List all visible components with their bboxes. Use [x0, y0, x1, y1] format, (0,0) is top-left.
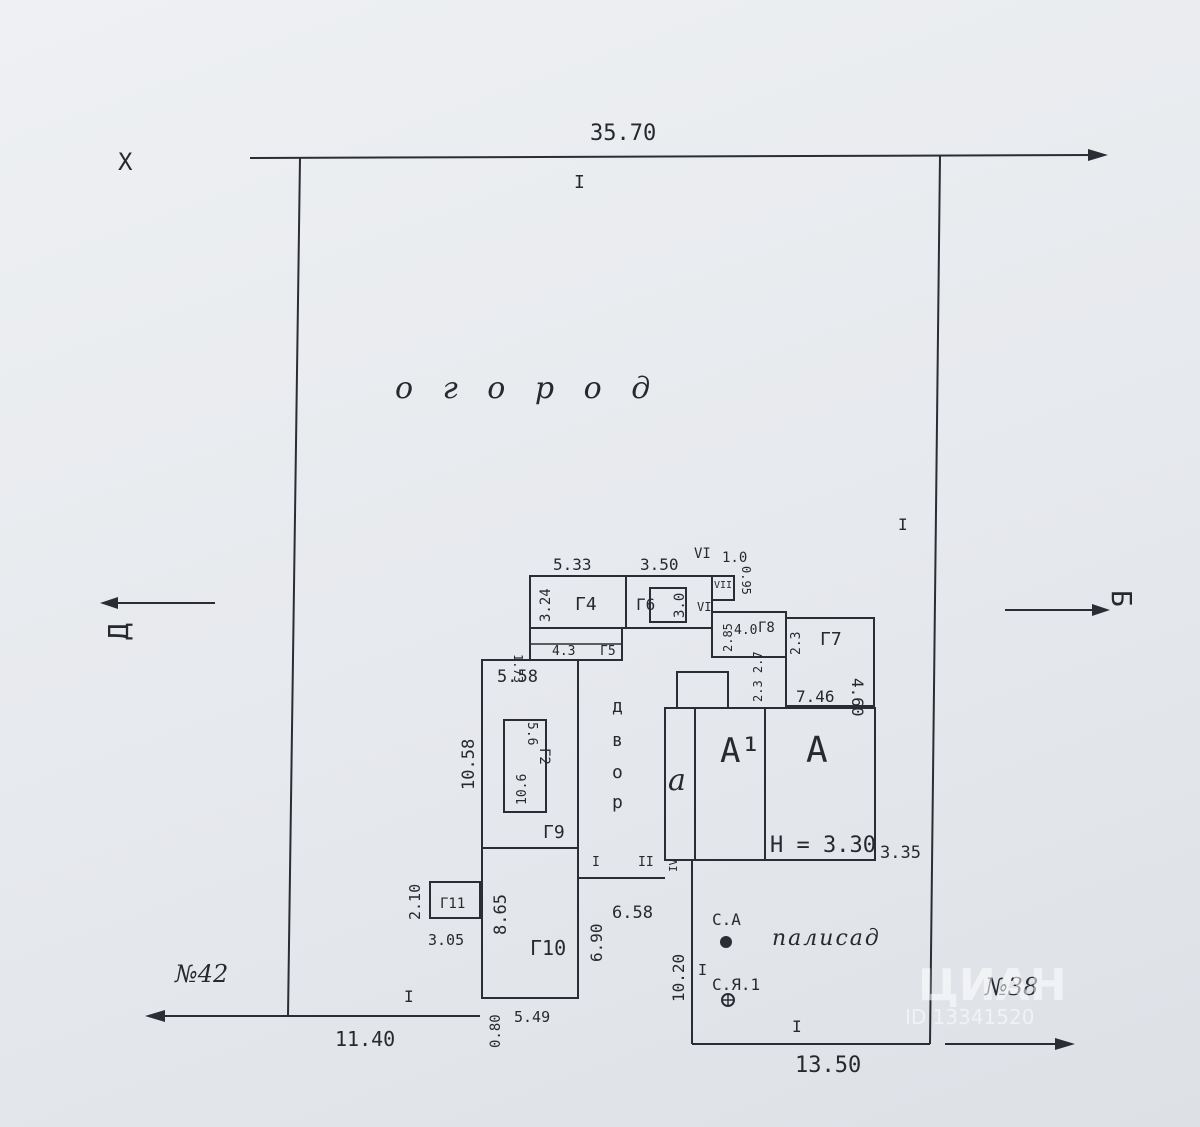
outbuilding-g11 [429, 881, 481, 919]
roman-vii: VII [714, 580, 732, 591]
label-arrow-top: Х [118, 148, 133, 176]
dim-350: 3.50 [640, 555, 679, 574]
dim-549: 5.49 [514, 1008, 550, 1026]
label-g6: Г6 [636, 595, 655, 614]
label-dvor-2: в [612, 730, 623, 751]
dim-324: 3.24 [538, 588, 554, 622]
outbuilding-g10 [481, 847, 579, 999]
dim-bottom-left: 11.40 [335, 1027, 395, 1051]
label-g9: Г9 [543, 822, 565, 843]
roman-bottom-right: I [792, 1017, 802, 1036]
dim-746: 7.46 [796, 687, 835, 706]
label-cr1: С.Я.1 [712, 975, 760, 994]
marker-ca [720, 936, 732, 948]
label-g10: Г10 [530, 936, 566, 960]
dim-865: 8.65 [491, 894, 511, 935]
buildings [429, 575, 876, 999]
outbuilding-g6 [625, 575, 713, 629]
label-building-a: А [806, 730, 828, 771]
dim-285: 2.85 [721, 623, 735, 652]
roman-bottom-left: I [404, 987, 414, 1006]
label-palisad: палисад [772, 926, 881, 951]
dimensions: 35.70 11.40 13.50 5.33 3.50 VI 1.0 0.95 … [335, 121, 921, 1078]
dim-533: 5.33 [553, 555, 592, 574]
dim-690: 6.90 [587, 923, 606, 962]
dim-top: 35.70 [590, 121, 656, 146]
dim-460: 4.60 [848, 678, 867, 717]
roman-small-i: I [592, 855, 600, 870]
watermark: ЦИАН ID 13341520 [905, 960, 1067, 1029]
label-g7: Г7 [820, 629, 842, 650]
label-dvor-1: д [612, 696, 623, 717]
label-building-a-small: а [668, 763, 686, 798]
roman-right: I [898, 515, 908, 534]
outbuilding-g7 [785, 617, 875, 707]
label-dvor-4: р [612, 792, 623, 813]
dim-210: 2.10 [406, 884, 424, 920]
roman-iv: IV [667, 858, 680, 872]
dim-10: 1.0 [722, 550, 747, 566]
dim-1058: 10.58 [459, 739, 479, 790]
dim-658: 6.58 [612, 903, 653, 923]
label-g2: Г2 [536, 748, 552, 765]
outbuilding-g2 [503, 719, 547, 813]
dim-095: 0.95 [739, 566, 753, 595]
dim-1020: 10.20 [669, 954, 688, 1002]
label-ogorod: о г о р о д [395, 371, 660, 406]
label-neighbor-38: №38 [984, 973, 1038, 1001]
dim-56: 5.6 [524, 722, 539, 745]
dim-30: 3.0 [672, 593, 688, 618]
dim-23: 2.3 [789, 632, 804, 655]
roman-numerals: I I I I I VII VI II IV I [404, 172, 908, 1036]
dim-080: 0.80 [488, 1014, 504, 1048]
label-g11: Г11 [440, 896, 465, 912]
markers [720, 936, 735, 1007]
building-a [764, 707, 876, 861]
roman-ii: II [638, 855, 654, 870]
label-g4: Г4 [575, 594, 597, 615]
dim-bottom-right: 13.50 [795, 1053, 861, 1078]
label-ca: С.А [712, 910, 741, 929]
roman-vi: VI [697, 600, 711, 614]
dim-106: 10.6 [515, 774, 530, 805]
dim-40: 4.0 [734, 623, 757, 638]
label-arrow-left: Д [102, 623, 135, 640]
direction-arrows [100, 597, 1110, 616]
dim-vi: VI [694, 546, 711, 562]
label-g8: Г8 [758, 620, 775, 636]
dim-335: 3.35 [880, 843, 921, 863]
watermark-brand: ЦИАН [918, 960, 1067, 1011]
outbuilding-g9 [481, 659, 579, 849]
label-building-a1: А¹ [720, 731, 761, 771]
dim-2327: 2.3 2.7 [751, 651, 765, 702]
label-dvor-3: о [612, 762, 623, 783]
plot-boundary [145, 149, 1108, 1050]
dim-173: 1.73 [511, 654, 525, 683]
label-g5: Г5 [600, 644, 616, 659]
roman-palisad-left: I [698, 961, 707, 979]
roman-top: I [574, 172, 585, 193]
label-arrow-right: Б [1105, 590, 1138, 607]
label-height: Н = 3.30 [770, 833, 876, 858]
label-neighbor-42: №42 [174, 960, 228, 988]
dim-558: 5.58 [497, 667, 538, 687]
dim-43: 4.3 [552, 644, 575, 659]
dim-305: 3.05 [428, 931, 464, 949]
watermark-id: ID 13341520 [905, 1005, 1034, 1029]
